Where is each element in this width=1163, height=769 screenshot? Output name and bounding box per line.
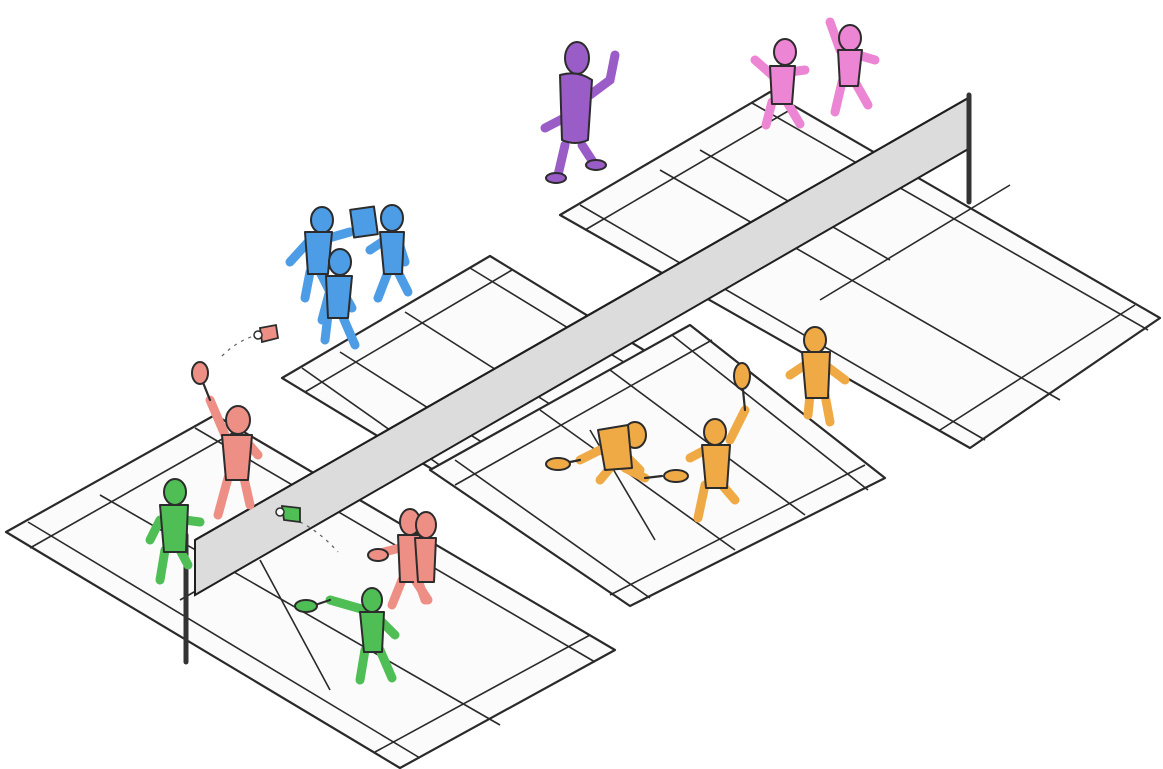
pink-spectator-2	[830, 22, 875, 112]
shuttlecock-high	[222, 325, 278, 356]
clipboard	[350, 206, 378, 237]
purple-spectator	[545, 42, 615, 183]
